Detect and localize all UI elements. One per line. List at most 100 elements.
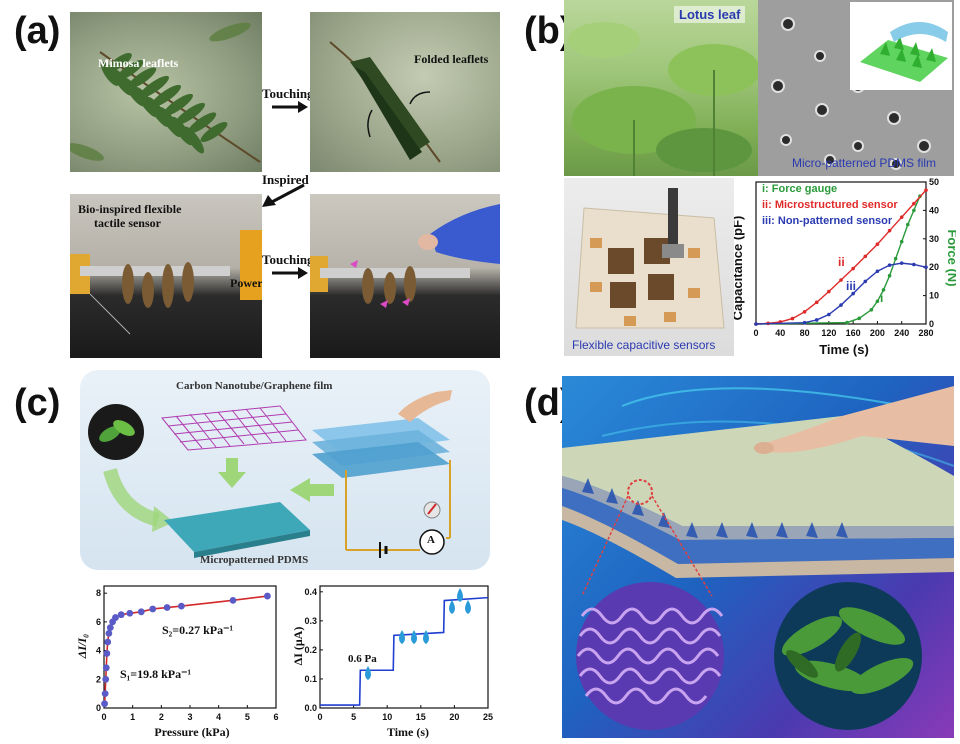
y-tick-label: 0 — [96, 703, 101, 713]
cnt-schematic: Carbon Nanotube/Graphene film Micropatte… — [80, 370, 490, 570]
x-tick-label: 2 — [159, 712, 164, 722]
touching-label-bottom: Touching — [262, 252, 314, 267]
x-tick-label: 25 — [483, 712, 493, 722]
water-drop-icon — [399, 630, 429, 644]
data-point — [104, 638, 112, 646]
x-tick-label: 10 — [382, 712, 392, 722]
chart-c1-ylabel: ΔI/I₀ — [75, 634, 89, 659]
x-tick-label: 1 — [130, 712, 135, 722]
series-line — [755, 189, 927, 325]
water-drop-icon — [449, 588, 471, 614]
sensor-device-illustration — [70, 230, 262, 335]
touching-label-top: Touching — [262, 86, 314, 101]
folded-leaf-illustration — [329, 41, 441, 163]
data-point — [229, 596, 237, 604]
chart-b-legend-nonpatterned: iii: Non-patterned sensor — [762, 215, 893, 227]
data-point — [137, 608, 145, 616]
chart-c2-pressure-annotation: 0.6 Pa — [348, 653, 377, 665]
chart-c2-ylabel: ΔI (μA) — [291, 627, 305, 666]
inspired-label: Inspired — [262, 172, 309, 187]
x-tick-label: 6 — [273, 712, 278, 722]
x-tick-label: 0 — [317, 712, 322, 722]
chart-c1-xlabel: Pressure (kPa) — [154, 725, 229, 739]
flexible-sensors-photo: Flexible capacitive sensors — [564, 178, 734, 356]
chart-b-xlabel: Time (s) — [819, 342, 869, 357]
y-tick-label: 0.3 — [304, 616, 317, 626]
y-tick-label: 6 — [96, 617, 101, 627]
data-point — [105, 629, 113, 637]
y2-tick-label: 30 — [929, 234, 939, 244]
y2-tick-label: 40 — [929, 205, 939, 215]
pdms-label: Micropatterned PDMS — [200, 554, 309, 566]
mimosa-leaf-illustration — [70, 22, 261, 163]
x-tick-label: 0 — [753, 328, 758, 338]
y-tick-label: 8 — [96, 588, 101, 598]
chart-b-legend-micro: ii: Microstructured sensor — [762, 199, 898, 211]
x-tick-label: 80 — [800, 328, 810, 338]
chart-b-series-label-i: i — [880, 291, 883, 305]
y-tick-label: 4 — [96, 646, 101, 656]
touching-sensor-photo — [310, 194, 500, 358]
chart-b-y2label: Force (N) — [945, 229, 956, 286]
pdms-film-label: Micro-patterned PDMS film — [792, 156, 937, 170]
right-arrow-icon — [272, 101, 308, 113]
cnt-schematic-illustration — [88, 390, 452, 558]
lotus-leaf-photo: Lotus leaf — [564, 0, 758, 176]
data-point — [117, 611, 125, 619]
y-tick-label: 0.2 — [304, 645, 317, 655]
water-drop-icon — [365, 666, 371, 680]
x-tick-label: 5 — [245, 712, 250, 722]
data-point — [264, 592, 271, 600]
pdms-sem-image: Micro-patterned PDMS film — [758, 0, 954, 176]
cnt-film-label: Carbon Nanotube/Graphene film — [176, 380, 333, 392]
chart-b-background — [734, 178, 956, 358]
plot-frame — [319, 585, 489, 709]
data-point — [149, 605, 157, 613]
chart-c1-s2-label: S₂=0.27 kPa⁻¹ — [162, 623, 233, 637]
folded-leaflets-photo: Folded leaflets — [310, 12, 500, 172]
x-tick-label: 3 — [187, 712, 192, 722]
bio-sensor-label-line2: tactile sensor — [94, 216, 161, 230]
chart-b-series-label-ii: ii — [838, 255, 845, 269]
x-tick-label: 5 — [351, 712, 356, 722]
finger-touch-illustration — [310, 204, 500, 308]
y-tick-label: 0.4 — [304, 587, 317, 597]
series-line — [755, 195, 921, 325]
x-tick-label: 40 — [775, 328, 785, 338]
data-point — [102, 675, 110, 683]
data-point — [106, 624, 114, 632]
power-label: Power — [230, 276, 262, 290]
x-tick-label: 160 — [846, 328, 861, 338]
pyramid-array-illustration — [860, 22, 948, 82]
data-point — [103, 650, 111, 657]
x-tick-label: 280 — [918, 328, 933, 338]
data-point — [126, 609, 134, 617]
y2-tick-label: 10 — [929, 291, 939, 301]
panel-label-a: (a) — [14, 10, 61, 52]
lotus-leaf-illustration — [568, 22, 758, 176]
y2-tick-label: 50 — [929, 178, 939, 187]
chart-c2-xlabel: Time (s) — [387, 725, 429, 739]
data-point — [112, 614, 119, 621]
x-tick-label: 4 — [216, 712, 221, 722]
mimosa-leaflets-label: Mimosa leaflets — [98, 56, 179, 70]
chart-b-legend-force: i: Force gauge — [762, 183, 837, 195]
data-point — [101, 700, 108, 708]
x-tick-label: 20 — [449, 712, 459, 722]
x-tick-label: 0 — [101, 712, 106, 722]
bio-sensor-label-line1: Bio-inspired flexible — [78, 202, 182, 216]
flexible-sensors-label: Flexible capacitive sensors — [572, 338, 716, 352]
skin-sensor-illustration — [562, 376, 954, 738]
right-arrow-icon — [272, 267, 308, 279]
current-line — [320, 596, 489, 706]
series-line — [755, 262, 927, 325]
mimosa-leaflets-photo: Mimosa leaflets — [70, 12, 262, 172]
panel-label-c: (c) — [14, 382, 61, 424]
plot-frame — [755, 181, 927, 325]
data-point — [101, 690, 109, 698]
x-tick-label: 15 — [416, 712, 426, 722]
chart-b-ylabel: Capacitance (pF) — [734, 216, 745, 321]
data-point — [178, 602, 185, 610]
